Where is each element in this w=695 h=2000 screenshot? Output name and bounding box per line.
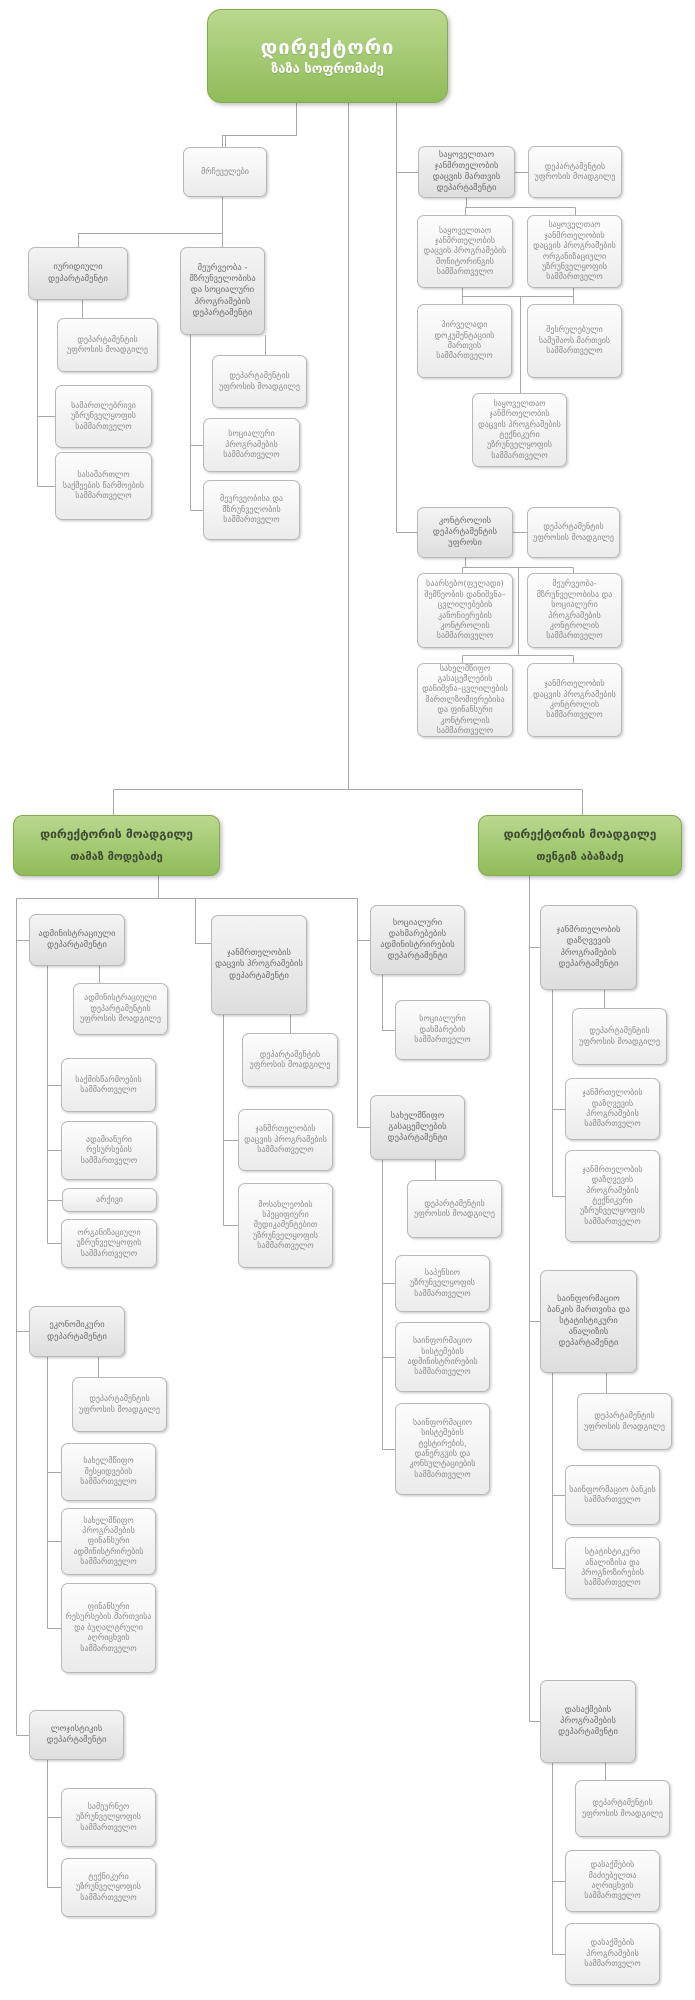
node-uhc-monitoring-division: საყოველთაო ჯანმრთელობის დაცვის პროგრამებ… xyxy=(417,215,513,288)
node-control-department-head: კონტროლის დეპარტამენტის უფროსი xyxy=(417,507,513,558)
node-uhc-deputy-head: დეპარტამენტის უფროსის მოადგილე xyxy=(528,146,622,198)
node-director: დირექტორი ზაზა სოფრომაძე xyxy=(207,9,448,103)
node-procurement-division: სახელმწიფო შესყიდვების სამმართველო xyxy=(61,1443,156,1501)
node-infosystems-admin-division: საინფორმაციო სისტემების ადმინისტრირების … xyxy=(395,1322,490,1392)
node-legal-support-division: სამართლებრივი უზრუნველყოფის სამმართველო xyxy=(55,385,152,448)
node-guardianship-control-division: მეურვეობა-მზრუნველობისა და სოციალური პრო… xyxy=(527,573,622,648)
node-employment-programs-department: დასაქმების პროგრამების დეპარტამენტი xyxy=(540,1680,636,1763)
node-guardianship-deputy-head: დეპარტამენტის უფროსის მოადგილე xyxy=(212,355,307,408)
node-infosystems-testing-division: საინფორმაციო სისტემების ტესტირების, დანე… xyxy=(395,1403,490,1495)
node-specific-medicines-division: მოსახლეობის სპეციფიური მედიკამენტებით უზ… xyxy=(238,1183,333,1268)
node-control-deputy-head: დეპარტამენტის უფროსის მოადგილე xyxy=(527,507,620,558)
deputy-right-title: დირექტორის მოადგილე xyxy=(503,827,657,842)
deputy-right-name: თენგიზ აბაზაძე xyxy=(536,849,624,863)
node-information-bank-deputy-head: დეპარტამენტის უფროსის მოადგილე xyxy=(577,1393,672,1450)
node-uhc-technical-division: საყოველთაო ჯანმრთელობის დაცვის პროგრამებ… xyxy=(472,393,567,467)
node-household-support-division: სამეურნეო უზრუნველყოფის სამმართველო xyxy=(61,1788,156,1847)
node-statistical-analysis-division: სტატისტიკური ანალიზისა და პროგნოზირების … xyxy=(565,1537,660,1599)
node-uhc-organizational-division: საყოველთაო ჯანმრთელობის დაცვის პროგრამებ… xyxy=(527,215,622,288)
node-technical-support-division: ტექნიკური უზრუნველყოფის სამმართველო xyxy=(61,1858,156,1917)
node-organizational-support-division: ორგანიზაციული უზრუნველყოფის სამმართველო xyxy=(61,1219,157,1268)
node-completed-work-division: შესრულებული სამუშაოს მართვის სამმართველო xyxy=(527,304,622,378)
node-state-programs-finance-division: სახელმწიფო პროგრამების ფინანსური ადმინის… xyxy=(61,1508,156,1575)
node-healthcare-programs-division: ჯანმრთელობის დაცვის პროგრამების სამმართვ… xyxy=(238,1109,333,1171)
node-health-insurance-division: ჯანმრთელობის დაზღვევის პროგრამების სამმა… xyxy=(565,1078,660,1140)
node-pension-division: საპენსიო უზრუნველყოფის სამმართველო xyxy=(395,1255,490,1312)
node-state-benefits-department: სახელმწიფო გასაცემლების დეპარტამენტი xyxy=(370,1095,465,1160)
node-legal-department: იურიდიული დეპარტამენტი xyxy=(28,247,128,300)
node-administrative-department: ადმინისტრაციული დეპარტამენტი xyxy=(29,914,125,966)
director-name: ზაზა სოფრომაძე xyxy=(271,61,384,77)
node-state-benefits-control-division: სახელმწიფო გასაცემლების დანიშვნა–ცვლილებ… xyxy=(417,663,513,737)
node-healthcare-programs-department: ჯანმრთელობის დაცვის პროგრამების დეპარტამ… xyxy=(211,915,307,1015)
deputy-left-name: თამაზ მოდებაძე xyxy=(70,849,163,863)
node-health-insurance-department: ჯანმრთელობის დაზღვევის პროგრამების დეპარ… xyxy=(540,905,637,990)
node-records-division: საქმისწარმოების სამმართველო xyxy=(61,1058,156,1112)
node-guardianship-department: მეურვეობა - მზრუნველობისა და სოციალური პ… xyxy=(180,247,265,335)
node-healthcare-programs-deputy-head: დეპარტამენტის უფროსის მოადგილე xyxy=(242,1033,338,1087)
node-economic-deputy-head: დეპარტამენტის უფროსის მოადგილე xyxy=(72,1377,167,1432)
node-deputy-director-right: დირექტორის მოადგილე თენგიზ აბაზაძე xyxy=(478,815,682,876)
node-information-bank-division: საინფორმაციო ბანკის სამმართველო xyxy=(565,1465,660,1525)
node-logistics-department: ლოჯისტიკის დეპარტამენტი xyxy=(29,1710,124,1760)
node-employment-programs-division: დასაქმების პროგრამების სამმართველო xyxy=(565,1923,660,1985)
node-court-cases-division: სასამართლო საქმეების წარმოების სამმართვე… xyxy=(55,452,152,520)
node-guardianship-care-division: მეურვეობისა და მზრუნველობის სამმართველო xyxy=(203,480,300,540)
node-employment-deputy-head: დეპარტამენტის უფროსის მოადგილე xyxy=(575,1780,670,1837)
node-primary-documentation-division: პირველადი დოკუმენტაციის მართვის სამმართვ… xyxy=(417,304,512,378)
node-legal-deputy-head: დეპარტამენტის უფროსის მოადგილე xyxy=(57,318,158,372)
node-state-benefits-deputy-head: დეპარტამენტის უფროსის მოადგილე xyxy=(407,1180,502,1238)
node-jobseekers-registration-division: დასაქმების მაძიებელთა აღრიცხვის სამმართვ… xyxy=(565,1850,660,1912)
node-advisors: მრჩეველები xyxy=(183,147,267,197)
node-social-assistance-division: სოციალური დახმარების სამმართველო xyxy=(395,1000,490,1060)
node-health-insurance-technical-division: ჯანმრთელობის დაზღვევის პროგრამების ტექნი… xyxy=(565,1150,660,1242)
director-title: დირექტორი xyxy=(260,34,395,59)
node-hr-division: ადამიანური რესურსების სამმართველო xyxy=(61,1121,157,1180)
node-financial-resources-division: ფინანსური რესურსების მართვისა და ბუღალტრ… xyxy=(61,1583,156,1673)
node-health-insurance-deputy-head: დეპარტამენტის უფროსის მოადგილე xyxy=(572,1008,667,1065)
node-deputy-director-left: დირექტორის მოადგილე თამაზ მოდებაძე xyxy=(13,815,220,876)
node-information-bank-department: საინფორმაციო ბანკის მართვისა და სტატისტი… xyxy=(540,1270,637,1373)
node-economic-department: ეკონომიკური დეპარტამენტი xyxy=(29,1306,125,1357)
node-universal-healthcare-department: საყოველთაო ჯანმრთელობის დაცვის მართვის დ… xyxy=(418,146,515,198)
node-administrative-deputy-head: ადმინისტრაციული დეპარტამენტის უფროსის მო… xyxy=(73,983,168,1035)
node-archive: არქივი xyxy=(62,1188,157,1212)
node-health-programs-control-division: ჯანმრთელობის დაცვის პროგრამების კონტროლი… xyxy=(527,663,622,737)
node-subsistence-control-division: საარსებო(ფულადი) შემწეობის დანიშვნა–ცვლი… xyxy=(417,573,513,648)
node-social-assistance-admin-department: სოციალური დახმარებების ადმინისტრირების დ… xyxy=(370,905,465,975)
node-social-programs-division: სოციალური პროგრამების სამმართველო xyxy=(203,418,300,472)
deputy-left-title: დირექტორის მოადგილე xyxy=(40,827,193,842)
